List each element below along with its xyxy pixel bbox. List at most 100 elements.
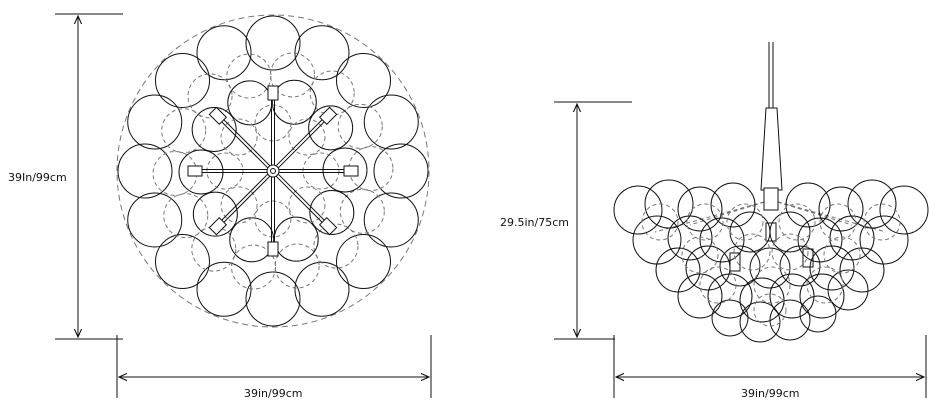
- bubble-dashed: [823, 236, 861, 274]
- bubble-dashed: [733, 233, 771, 271]
- bubble-core-dashed: [302, 152, 340, 190]
- bubble: [667, 215, 713, 261]
- bubble-core-dashed: [220, 118, 258, 156]
- bubble: [677, 186, 723, 232]
- arm-rod: [216, 116, 273, 173]
- arm-rod: [273, 116, 330, 173]
- bubble-outer: [154, 52, 210, 108]
- bubble: [839, 247, 885, 293]
- bubble-middle-dashed: [274, 243, 320, 289]
- bubble: [827, 269, 869, 311]
- center-hub: [763, 187, 779, 211]
- bubble-dashed: [819, 203, 857, 241]
- top-view-width-label: 39in/99cm: [244, 387, 303, 400]
- arm-rod: [216, 169, 273, 226]
- bubble-middle-dashed: [348, 146, 394, 192]
- bubble: [644, 179, 694, 229]
- socket: [208, 216, 228, 236]
- side-view: [613, 42, 929, 343]
- bubble-dashed: [753, 293, 787, 327]
- bubble-outer: [373, 143, 429, 199]
- bubble: [655, 247, 701, 293]
- socket: [765, 222, 777, 242]
- arm-rod: [218, 171, 275, 228]
- bubble-outer: [336, 234, 392, 290]
- socket: [802, 248, 814, 268]
- bubble-middle-dashed: [163, 193, 209, 239]
- bubble-inner: [309, 189, 355, 235]
- bubble-outer: [127, 192, 183, 248]
- bubble-dashed: [686, 203, 724, 241]
- bubble-dashed: [641, 203, 679, 241]
- side-view-arms: [654, 187, 887, 272]
- bubble-inner: [273, 216, 319, 262]
- bubble-dashed: [726, 203, 764, 241]
- bubble-outer: [245, 15, 301, 71]
- top-view-height-label: 39In/99cm: [8, 171, 67, 184]
- bubble: [677, 273, 723, 319]
- arm-rod: [271, 114, 328, 171]
- bubble-outer: [127, 94, 183, 150]
- bubble-outer: [196, 25, 252, 81]
- bubble-inner: [227, 80, 273, 126]
- socket: [267, 241, 279, 257]
- socket: [343, 165, 359, 177]
- bubble-middle-dashed: [161, 108, 207, 154]
- bubble: [847, 179, 897, 229]
- side-view-bubbles: [613, 179, 929, 343]
- arm-rod-dashed: [689, 199, 772, 226]
- bubble-core-dashed: [254, 200, 292, 238]
- bubble-core-dashed: [288, 186, 326, 224]
- bubble: [818, 186, 864, 232]
- bubble: [739, 301, 781, 343]
- side-view-width-dimension: 39in/99cm: [613, 335, 927, 400]
- arm-rod: [271, 171, 328, 228]
- bubble-inner: [229, 217, 275, 263]
- arm-rod: [218, 114, 275, 171]
- socket: [208, 106, 228, 126]
- arm-rod: [273, 169, 330, 226]
- socket: [267, 85, 279, 101]
- arm-rod-dashed: [654, 199, 772, 233]
- bubble-middle-dashed: [339, 188, 385, 234]
- bubble-dashed: [753, 266, 791, 304]
- bubble-core-dashed: [288, 118, 326, 156]
- bubble-inner: [308, 105, 354, 151]
- bubble-middle-dashed: [187, 73, 233, 119]
- bubble-outer: [336, 52, 392, 108]
- bubble-core-dashed: [254, 104, 292, 142]
- bubble: [779, 245, 821, 287]
- bubble-middle-dashed: [269, 52, 315, 98]
- side-view-height-dimension: 29.5in/75cm: [500, 101, 632, 340]
- side-view-width-label: 39in/99cm: [741, 387, 800, 400]
- bubble-middle-dashed: [231, 244, 277, 290]
- bubble-inner: [192, 191, 238, 237]
- bubble-core-dashed: [220, 186, 258, 224]
- top-view-arms: [187, 85, 359, 257]
- bubble-core-dashed: [206, 152, 244, 190]
- socket: [318, 106, 338, 126]
- top-view: [116, 14, 430, 328]
- top-view-height-dimension: 39In/99cm: [8, 13, 123, 340]
- bubble-inner: [191, 107, 237, 153]
- bubble-dashed: [681, 236, 719, 274]
- bubble: [879, 185, 929, 235]
- bubble: [769, 299, 811, 341]
- arm-rod-dashed: [770, 199, 887, 233]
- bubble-outer: [196, 261, 252, 317]
- bubble-dashed: [863, 203, 901, 241]
- bubble: [799, 295, 837, 333]
- bubble-dashed: [806, 266, 844, 304]
- bubble: [785, 182, 831, 228]
- bubble-outer: [294, 261, 350, 317]
- bubble: [707, 273, 753, 319]
- bubble-dashed: [771, 233, 809, 271]
- bubble: [711, 299, 749, 337]
- bubble-middle-dashed: [226, 53, 272, 99]
- bubble-inner: [271, 79, 317, 125]
- bubble: [719, 245, 761, 287]
- bubble-outer: [294, 25, 350, 81]
- bubble-outer: [363, 192, 419, 248]
- bubble: [859, 215, 909, 265]
